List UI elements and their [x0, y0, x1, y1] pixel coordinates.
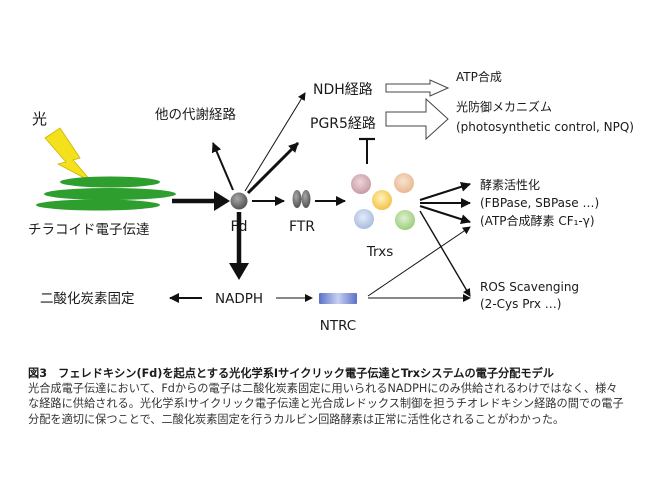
figure-caption: 図3 フェレドキシン(Fd)を起点とする光化学系Iサイクリック電子伝達とTrxシ…	[28, 366, 628, 427]
arrow-fd-to-other	[211, 142, 234, 191]
arrowhead-thylakoid-to-fd	[214, 191, 230, 211]
arrow-ntrc-to-enzyme	[367, 226, 471, 297]
arrow-trxs-to-enzyme-1	[419, 181, 471, 201]
trxs-cluster	[351, 173, 415, 230]
photoprotection-detail: (photosynthetic control, NPQ)	[456, 120, 634, 134]
ntrc-label: NTRC	[320, 318, 356, 334]
trxs-label: Trxs	[366, 244, 393, 260]
enzyme-targets-1: (FBPase, SBPase …)	[480, 196, 599, 210]
arrow-trxs-to-ros	[419, 210, 471, 297]
arrowhead-fd-to-nadph	[229, 263, 249, 280]
pgr5-label: PGR5経路	[310, 116, 376, 132]
fd-molecule	[230, 192, 248, 210]
electron-distribution-diagram: 光 チラコイド電子伝達 Fd 他の代謝経路 NDH経路 PGR5経路 ATP合成…	[28, 69, 634, 334]
ftr-label: FTR	[289, 219, 315, 235]
light-label: 光	[32, 110, 47, 128]
enzyme-activation-label: 酵素活性化	[480, 178, 540, 192]
photoprotection-label: 光防御メカニズム	[456, 99, 552, 114]
ros-targets: (2-Cys Prx …)	[480, 297, 561, 311]
arrow-trxs-to-enzyme-3	[419, 205, 471, 225]
caption-body: 光合成電子伝達において、Fdからの電子は二酸化炭素固定に用いられるNADPHにの…	[28, 382, 624, 426]
co2-fixation-label: 二酸化炭素固定	[40, 291, 135, 307]
other-metabolism-label: 他の代謝経路	[155, 107, 236, 123]
arrow-fd-to-ndh	[244, 92, 306, 192]
nadph-label: NADPH	[215, 291, 263, 307]
ntrc-icon	[319, 293, 357, 304]
enzyme-targets-2: (ATP合成酵素 CF₁-γ)	[480, 213, 595, 228]
arrow-fd-to-pgr5	[246, 141, 300, 195]
hollow-arrow-ndh	[385, 79, 450, 97]
hollow-arrow-pgr5	[385, 97, 449, 141]
atp-synthesis-label: ATP合成	[456, 69, 502, 84]
lightning-icon	[44, 127, 93, 183]
thylakoid-label: チラコイド電子伝達	[28, 222, 150, 238]
ftr-icon	[292, 190, 311, 208]
ndh-label: NDH経路	[313, 82, 373, 98]
thylakoid-icon	[36, 176, 176, 211]
caption-title: 図3 フェレドキシン(Fd)を起点とする光化学系Iサイクリック電子伝達とTrxシ…	[28, 367, 554, 380]
ros-scavenging-label: ROS Scavenging	[480, 280, 579, 294]
